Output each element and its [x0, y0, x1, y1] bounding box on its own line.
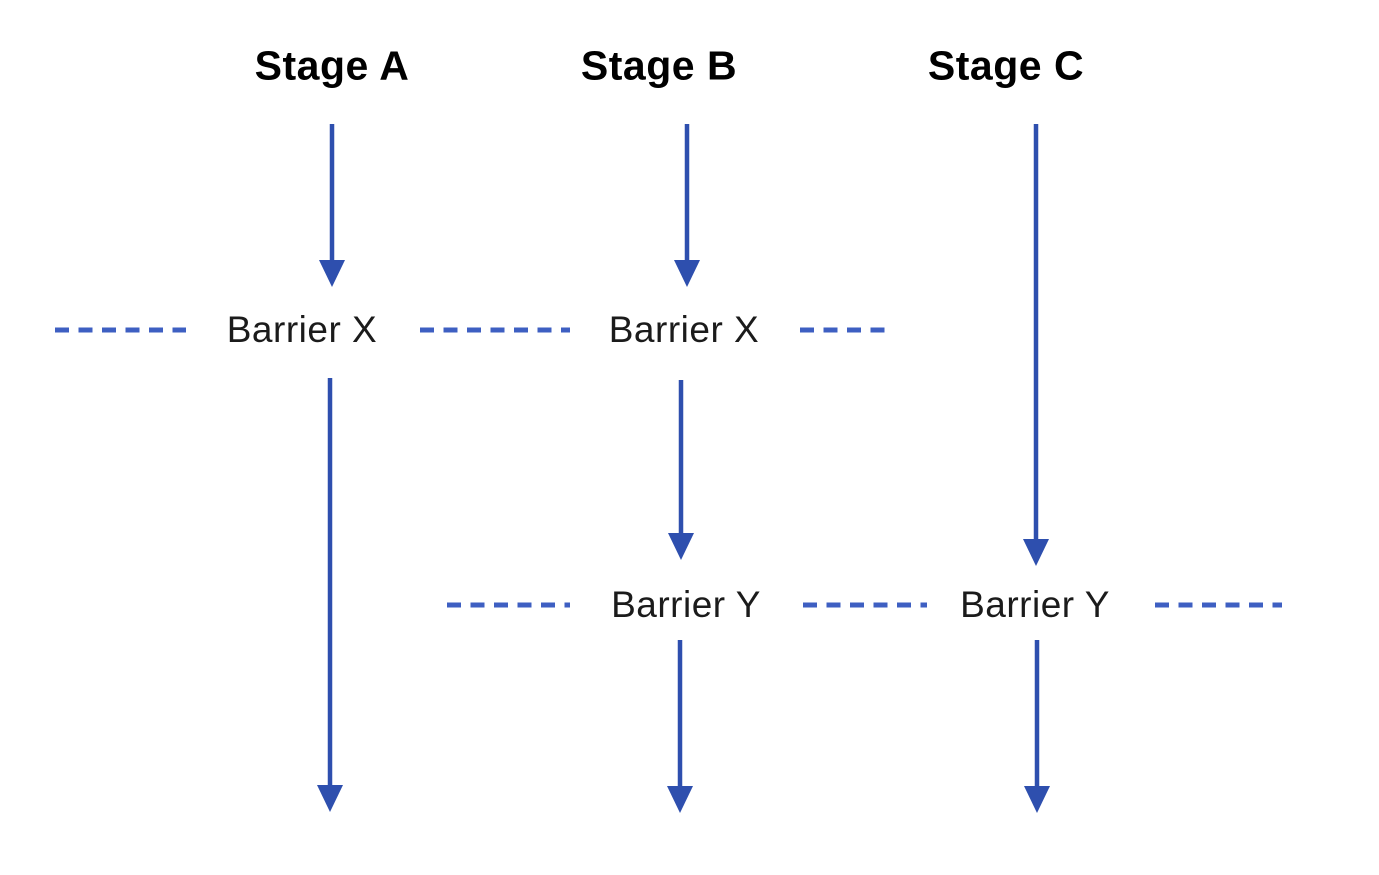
stage-b-title: Stage B: [580, 42, 738, 89]
stage-c-title: Stage C: [927, 42, 1085, 89]
stage-a-arrow-top-head: [319, 260, 345, 287]
barrier-y-label-2: Barrier Y: [960, 584, 1110, 625]
stage-b-arrow-middle-head: [668, 533, 694, 560]
stage-c-arrow-bottom-head: [1024, 786, 1050, 813]
stage-c-arrow-top-head: [1023, 539, 1049, 566]
stage-a-title: Stage A: [254, 42, 410, 89]
stage-b-arrow-top-head: [674, 260, 700, 287]
barrier-x-label-2: Barrier X: [608, 309, 760, 350]
stage-a-arrow-bottom-head: [317, 785, 343, 812]
barrier-y-label-1: Barrier Y: [611, 584, 761, 625]
barrier-x-label-1: Barrier X: [226, 309, 378, 350]
stage-b-arrow-bottom-head: [667, 786, 693, 813]
